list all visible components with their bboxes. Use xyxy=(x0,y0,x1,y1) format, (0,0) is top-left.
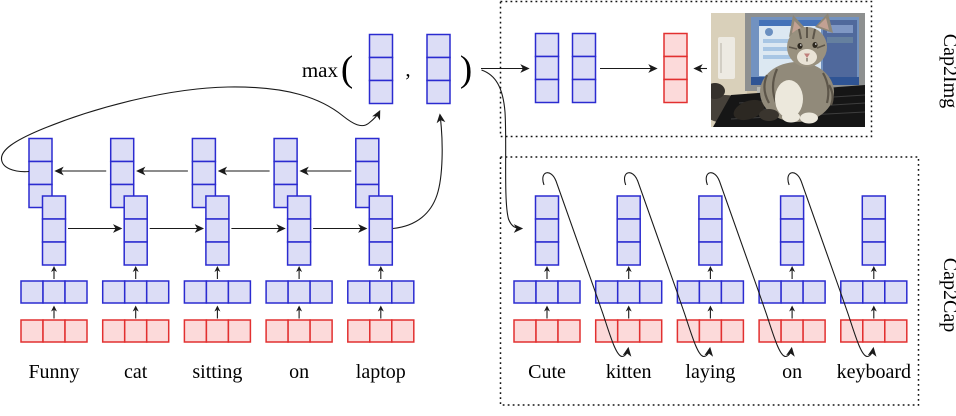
word-embedding-box xyxy=(676,280,745,304)
word-embedding-box xyxy=(101,280,170,304)
one-hot-box xyxy=(265,319,333,343)
one-hot-box xyxy=(101,319,170,343)
comma-separator: , xyxy=(405,57,410,81)
word-embedding-box xyxy=(347,280,415,304)
target-word: on xyxy=(782,361,802,383)
input-word: laptop xyxy=(356,361,406,383)
max-to-cap2cap-curve xyxy=(481,69,524,233)
decoder-feedback-curves xyxy=(542,172,877,358)
cap2cap-label: Cap2Cap xyxy=(939,258,956,332)
word-embedding-box xyxy=(513,280,581,304)
forward-hidden-box xyxy=(286,195,312,266)
word-embedding-box xyxy=(758,280,826,304)
max-input-box-forward xyxy=(426,33,451,105)
open-paren: ( xyxy=(341,49,353,90)
cap2img-hidden-box xyxy=(571,32,597,104)
cap2img-hidden-box xyxy=(534,32,560,104)
close-paren: ) xyxy=(460,49,472,90)
decoder-hidden-box xyxy=(616,195,641,266)
encoder-onehot-inputs xyxy=(20,319,415,343)
encoder-backward-states xyxy=(28,137,380,209)
forward-hidden-box xyxy=(41,195,67,266)
one-hot-box xyxy=(347,319,415,343)
one-hot-box xyxy=(513,319,581,343)
backward-output-curve xyxy=(0,86,381,173)
word-embedding-box xyxy=(840,280,908,304)
cap2cap-frame xyxy=(499,156,920,406)
one-hot-box xyxy=(20,319,88,343)
input-caption: Funny cat sitting on laptop xyxy=(28,361,405,383)
encoder-forward-states xyxy=(41,195,394,266)
cap2img-frame xyxy=(499,0,873,138)
input-word: Funny xyxy=(28,361,79,383)
one-hot-box xyxy=(183,319,252,343)
word-embedding-box xyxy=(20,280,88,304)
image-feature-box xyxy=(663,32,688,104)
decoder-hidden-box xyxy=(779,195,805,266)
target-word: kitten xyxy=(606,361,652,383)
cap2img-label: Cap2Img xyxy=(939,34,956,108)
input-word: cat xyxy=(124,361,148,383)
input-word: on xyxy=(289,361,309,383)
target-word: laying xyxy=(685,361,735,383)
kitten-photo xyxy=(711,13,865,127)
word-embedding-box xyxy=(183,280,252,304)
input-word: sitting xyxy=(192,361,242,383)
forward-hidden-box xyxy=(205,195,230,266)
target-word: Cute xyxy=(528,361,566,383)
word-embedding-box xyxy=(265,280,333,304)
forward-output-curve xyxy=(392,113,446,230)
target-caption: Cute kitten laying on keyboard xyxy=(528,361,911,383)
max-function-label: max xyxy=(302,58,339,82)
decoder-hidden-states xyxy=(534,195,887,266)
forward-hidden-box xyxy=(368,195,394,266)
kitten xyxy=(733,13,834,124)
target-word: keyboard xyxy=(837,361,911,383)
decoder-hidden-box xyxy=(861,195,887,266)
decoder-hidden-box xyxy=(534,195,560,266)
decoder-onehot-inputs xyxy=(513,319,908,343)
max-input-box-backward xyxy=(368,33,394,105)
encoder-embeddings xyxy=(20,280,415,304)
forward-hidden-box xyxy=(123,195,148,266)
word-embedding-box xyxy=(594,280,663,304)
decoder-embeddings xyxy=(513,280,908,304)
decoder-hidden-box xyxy=(698,195,723,266)
